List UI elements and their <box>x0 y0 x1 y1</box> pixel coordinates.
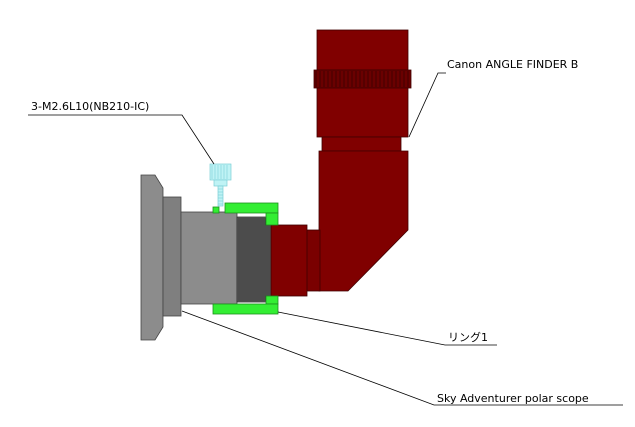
finder-eyepiece-top <box>316 29 409 71</box>
label-ring: リング1 <box>448 330 488 344</box>
scope-collar <box>162 196 182 317</box>
finder-grip-lines <box>315 71 409 87</box>
ring-bottom-flange <box>212 303 279 315</box>
leader-screw <box>28 114 215 165</box>
label-angle-finder: Canon ANGLE FINDER B <box>447 58 578 71</box>
screw-knob <box>209 163 232 181</box>
polar-scope <box>140 174 274 341</box>
scope-knurl-lines <box>238 218 272 301</box>
label-screw: 3-M2.6L10(NB210-IC) <box>31 100 149 113</box>
finder-grip-ring <box>313 69 412 89</box>
finder-tube-upper <box>316 87 409 138</box>
label-polar-scope: Sky Adventurer polar scope <box>437 392 589 405</box>
thumb-screw <box>209 163 232 207</box>
ring-lower-lip <box>265 295 279 305</box>
ring-top-flange <box>224 202 279 214</box>
leader-ring <box>277 311 497 346</box>
finder-coupler <box>270 224 308 297</box>
finder-mount <box>305 229 321 292</box>
ring-set-screw-block <box>212 206 220 214</box>
leader-lines <box>28 72 623 406</box>
leader-angle-finder <box>408 72 446 138</box>
leader-polar-scope <box>181 310 623 406</box>
angle-finder <box>270 29 412 297</box>
finder-prism-body <box>318 150 409 292</box>
screw-thread-lines <box>218 188 223 205</box>
scope-flange <box>140 174 164 341</box>
scope-body <box>180 211 238 305</box>
screw-shank <box>217 185 224 207</box>
ring-1 <box>212 202 279 315</box>
screw-knob-lines <box>211 165 228 179</box>
screw-neck <box>213 179 228 187</box>
finder-neck <box>321 136 402 152</box>
ring-upper-lip <box>265 212 279 226</box>
